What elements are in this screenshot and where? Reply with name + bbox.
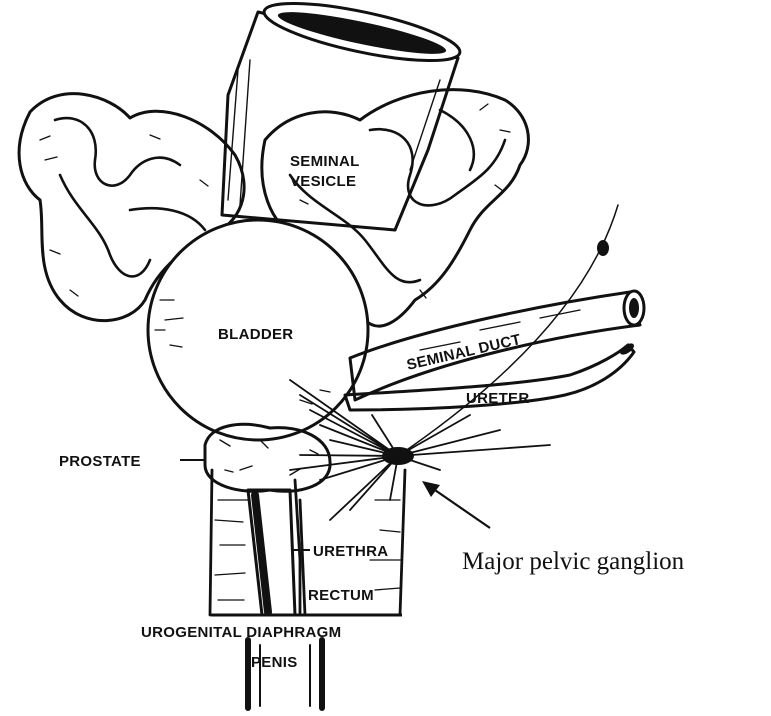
seminal-vesicle-label-line1: SEMINAL bbox=[290, 153, 360, 170]
ureter-label: URETER bbox=[466, 390, 529, 407]
bladder-label: BLADDER bbox=[218, 326, 293, 343]
seminal-duct-label: SEMINAL DUCT bbox=[405, 331, 523, 374]
rectum-label: RECTUM bbox=[308, 587, 374, 604]
prostate-label: PROSTATE bbox=[59, 453, 141, 470]
ganglion-arrow bbox=[422, 481, 490, 528]
urogenital-diaphragm-label: UROGENITAL DIAPHRAGM bbox=[141, 624, 341, 641]
penis-shaft bbox=[248, 640, 322, 708]
penis-label: PENIS bbox=[251, 654, 298, 671]
urethra-label: URETHRA bbox=[313, 543, 388, 560]
ganglion-caption: Major pelvic ganglion bbox=[462, 548, 685, 575]
urethra-tube bbox=[248, 490, 295, 615]
seminal-vesicle-label-line2: VESICLE bbox=[290, 173, 356, 190]
